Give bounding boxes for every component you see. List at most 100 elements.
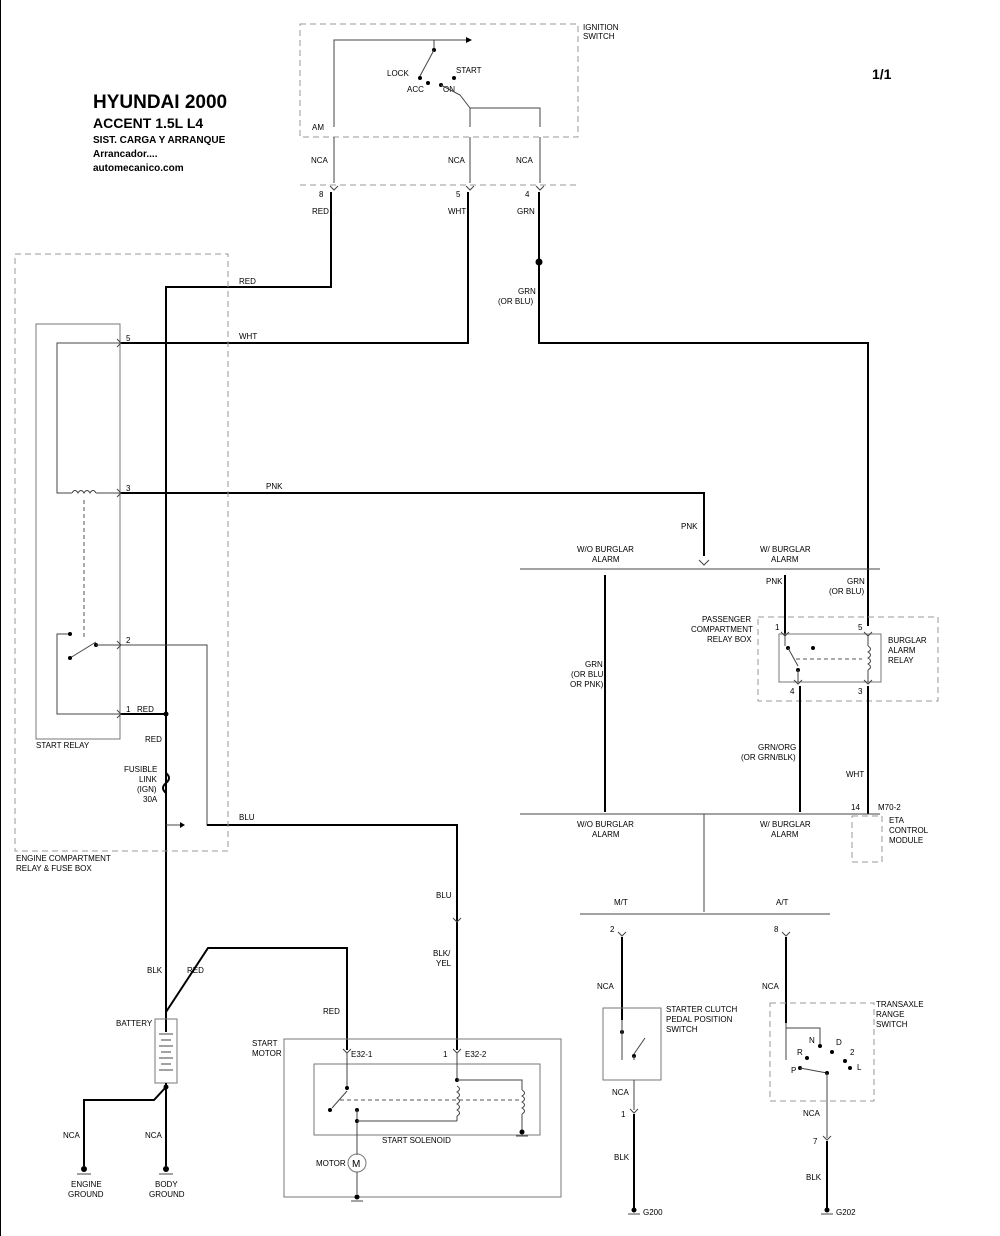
gear-r: R — [797, 1048, 803, 1057]
start-solenoid-label: START SOLENOID — [382, 1136, 451, 1145]
fusible-link-icon — [162, 772, 170, 794]
connector-icon — [452, 917, 462, 923]
ground-icon — [354, 1194, 360, 1200]
transaxle-blade — [799, 1067, 828, 1074]
gear-l: L — [857, 1063, 862, 1072]
pin-label: 8 — [774, 925, 779, 934]
passenger-relay-box: PASSENGER COMPARTMENT RELAY BOX BURGLAR … — [691, 615, 939, 702]
wire-label-grn-multi-3: OR PNK) — [570, 680, 604, 689]
wire-label-red: RED — [239, 277, 256, 286]
pos-lock-label: LOCK — [387, 69, 409, 78]
main-wires — [120, 192, 869, 1050]
clutch-label-3: SWITCH — [666, 1025, 698, 1034]
connector-icon — [822, 1135, 832, 1141]
connector-icon — [116, 338, 122, 348]
engine-fuse-box: ENGINE COMPARTMENT RELAY & FUSE BOX STAR… — [14, 253, 229, 873]
coil-icon — [456, 1085, 460, 1117]
ground-icon — [81, 1166, 87, 1172]
clutch-switch-blade — [633, 1037, 646, 1055]
ignition-switch-bus — [333, 39, 466, 127]
wire-label-blu: BLU — [436, 891, 452, 900]
motor-symbol: M — [352, 1159, 360, 1170]
e32-2-pin-label: 1 — [443, 1050, 448, 1059]
ignition-switch-box — [299, 23, 579, 138]
clutch-switch-body — [602, 1007, 662, 1081]
ignition-switch-label-2: SWITCH — [583, 32, 615, 41]
wire-blu — [207, 824, 458, 1050]
gear-2: 2 — [850, 1048, 855, 1057]
w-burglar-label-2: ALARM — [771, 555, 799, 564]
solenoid-switch-blade — [331, 1090, 348, 1109]
pin-label: 3 — [858, 687, 863, 696]
at-label: A/T — [776, 898, 789, 907]
nca-label: NCA — [145, 1131, 163, 1140]
nca-label: NCA — [63, 1131, 81, 1140]
pin-label: 7 — [813, 1137, 818, 1146]
connector-icon — [116, 709, 122, 719]
relay-switch-feed — [56, 633, 120, 715]
pin-label: 2 — [126, 636, 131, 645]
engine-fuse-box-border — [14, 253, 229, 852]
contact-dot-icon — [830, 1050, 834, 1054]
wire-label-grn-org-2: (OR GRN/BLK) — [741, 753, 796, 762]
wire-label-blu: BLU — [239, 813, 255, 822]
wire-label-pnk: PNK — [681, 522, 698, 531]
relay-switch-blade — [69, 641, 97, 659]
pin-label: 1 — [775, 623, 780, 632]
ground-icon — [631, 1207, 637, 1213]
fusible-label-2: LINK — [139, 775, 157, 784]
gear-p: P — [791, 1066, 796, 1075]
pos-start-label: START — [456, 66, 482, 75]
fusible-label-4: 30A — [143, 795, 158, 804]
ignition-switch-start-link — [470, 107, 541, 127]
wire-label-wht: WHT — [448, 207, 466, 216]
connector-icon — [535, 185, 545, 191]
wire-relay-out — [120, 644, 457, 826]
wire-label-grn-org-1: GRN/ORG — [758, 743, 796, 752]
connector-icon — [863, 679, 873, 685]
connector-icon — [793, 679, 803, 685]
fusible-label-3: (IGN) — [137, 785, 157, 794]
transaxle-switch: 8 NCA TRANSAXLE RANGE SWITCH N D R 2 P L… — [762, 925, 924, 1217]
pin-label: 14 — [851, 803, 860, 812]
contact-dot-icon — [805, 1056, 809, 1060]
title-block: HYUNDAI 2000 ACCENT 1.5L L4 SIST. CARGA … — [93, 92, 227, 174]
passenger-box-label-3: RELAY BOX — [707, 635, 752, 644]
wire-label-pnk: PNK — [766, 577, 783, 586]
contact-dot-icon — [452, 76, 456, 80]
wire-red-feed — [165, 192, 332, 1032]
contact-dot-icon — [426, 81, 430, 85]
eta-module: 14 M70-2 ETA CONTROL MODULE — [851, 803, 929, 863]
wo-burglar-label-1: W/O BURGLAR — [577, 545, 634, 554]
start-motor-label-1: START — [252, 1039, 278, 1048]
title-site: automecanico.com — [93, 163, 184, 174]
start-motor-label-2: MOTOR — [252, 1049, 282, 1058]
burglar-relay-body — [778, 633, 882, 683]
ignition-switch-on-link — [440, 84, 471, 109]
wire-label-wht: WHT — [846, 770, 864, 779]
clutch-label-1: STARTER CLUTCH — [666, 1005, 737, 1014]
pin-label: 3 — [126, 484, 131, 493]
transaxle-label-3: SWITCH — [876, 1020, 908, 1029]
connector-icon — [781, 931, 791, 937]
wire-label-blk-yel-2: YEL — [436, 959, 452, 968]
title-model: ACCENT 1.5L L4 — [93, 115, 203, 131]
contact-dot-icon — [818, 1044, 822, 1048]
passenger-relay-box-border — [757, 616, 939, 702]
wo-burglar-label-2: ALARM — [592, 830, 620, 839]
wire-label-grn-alt: (OR BLU) — [498, 297, 533, 306]
coil-icon — [521, 1089, 525, 1115]
connector-icon — [780, 631, 790, 637]
wire-label-grn: GRN — [847, 577, 865, 586]
transaxle-label-2: RANGE — [876, 1010, 904, 1019]
body-ground-label-1: BODY — [155, 1180, 178, 1189]
connector-icon — [863, 631, 873, 637]
transaxle-bus — [785, 1023, 821, 1044]
eta-label-1: ETA — [889, 816, 905, 825]
wire-label-blk-yel-1: BLK/ — [433, 949, 451, 958]
wire-label-wht: WHT — [239, 332, 257, 341]
pin-label: 1 — [621, 1110, 626, 1119]
w-burglar-label-1: W/ BURGLAR — [760, 545, 811, 554]
wire-label-red: RED — [137, 705, 154, 714]
contact-dot-icon — [68, 632, 72, 636]
